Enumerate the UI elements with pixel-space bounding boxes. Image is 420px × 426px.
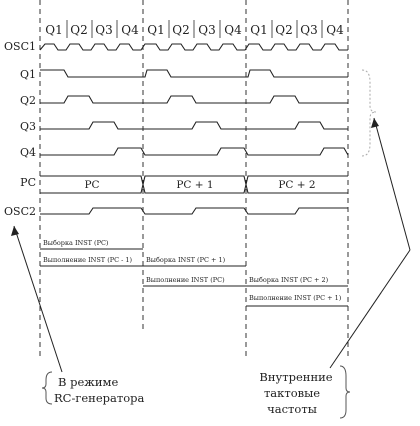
q4-waveform [40, 147, 349, 156]
signal-label-q2: Q2 [20, 94, 36, 107]
pc-bus [40, 175, 348, 194]
quarter-label: Q1 [147, 23, 164, 37]
quarter-label: Q3 [300, 23, 317, 37]
quarter-label: Q4 [224, 23, 242, 37]
fetch-pc-label: Выборка INST (PC) [43, 239, 109, 247]
quarter-label: Q3 [198, 23, 215, 37]
internal-clocks-bracket [361, 69, 377, 157]
rc-mode-line: В режиме [58, 375, 118, 389]
quarter-label: Q2 [70, 23, 87, 37]
fetch-pc-plus-1-label: Выборка INST (PC + 1) [146, 256, 226, 264]
fetch-pc-plus-2-label: Выборка INST (PC + 2) [249, 276, 329, 284]
clocks-arrow-2 [373, 117, 411, 251]
arrow-heads [11, 118, 379, 236]
internal-clocks-note: Внутренние тактовые частоты [259, 370, 332, 416]
internal-clocks-line: тактовые [264, 386, 320, 400]
quarter-label: Q1 [250, 23, 267, 37]
exec-pc-plus-1-label: Выполнение INST (PC + 1) [249, 294, 342, 302]
rc-mode-line: RC-генератора [54, 391, 145, 405]
cycle-boundaries [39, 0, 349, 356]
clocks-arrow-1 [329, 249, 411, 369]
q2-waveform [40, 95, 348, 104]
pc-value: PC + 1 [176, 179, 213, 191]
signal-label-q4: Q4 [20, 146, 36, 159]
quarter-label: Q4 [326, 23, 344, 37]
quarter-label: Q3 [95, 23, 112, 37]
quarter-label: Q2 [275, 23, 292, 37]
signal-label-pc: PC [20, 176, 36, 189]
rc-mode-note: В режиме RC-генератора [54, 375, 145, 405]
pc-value: PC + 2 [278, 179, 315, 191]
quarter-label: Q4 [121, 23, 139, 37]
quarter-label: Q2 [172, 23, 189, 37]
internal-clocks-line: Внутренние [259, 370, 332, 384]
rc-mode-brace [41, 371, 53, 405]
signal-label-osc2: OSC2 [4, 205, 36, 218]
arrow-head [371, 118, 379, 128]
annotation-brackets [41, 365, 351, 419]
rc-mode-arrow [13, 225, 63, 373]
arrow-head [11, 226, 19, 236]
pipeline-bars [40, 248, 348, 307]
internal-clocks-line: частоты [267, 402, 317, 416]
osc1-waveform [39, 43, 348, 51]
signal-label-q1: Q1 [20, 68, 36, 81]
signal-label-osc1: OSC1 [4, 40, 36, 53]
internal-clocks-brace [339, 365, 351, 419]
signal-label-q3: Q3 [20, 120, 36, 133]
q3-waveform [40, 121, 348, 130]
pc-value: PC [84, 179, 99, 191]
osc2-waveform [40, 207, 348, 215]
annotation-arrows [13, 117, 411, 373]
exec-pc-minus-1-label: Выполнение INST (PC - 1) [43, 256, 133, 264]
quarter-label: Q1 [45, 23, 62, 37]
quarter-separators [66, 20, 323, 38]
waveforms [39, 43, 349, 215]
q1-waveform [40, 69, 348, 78]
exec-pc-label: Выполнение INST (PC) [146, 276, 225, 284]
